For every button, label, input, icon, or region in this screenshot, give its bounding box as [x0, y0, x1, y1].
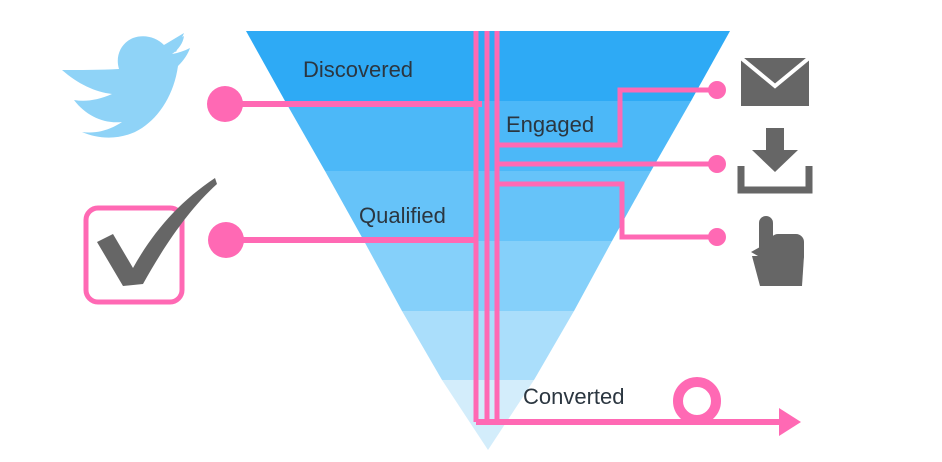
stage-label-discovered: Discovered: [303, 57, 413, 82]
arrow-head: [779, 408, 801, 436]
checkbox-checkmark-icon: [83, 178, 217, 305]
stage-label-engaged: Engaged: [506, 112, 594, 137]
left-connectors: [207, 86, 482, 258]
trunk-lines: [473, 31, 500, 422]
connector-dot-email: [708, 81, 726, 99]
twitter-bird-icon: [62, 33, 190, 138]
right-connectors: [497, 87, 717, 240]
connector-dot-qualify: [208, 222, 244, 258]
stage-label-qualified: Qualified: [359, 203, 446, 228]
connector-dot-click: [708, 228, 726, 246]
hand-pointer-icon: [751, 216, 804, 286]
download-icon: [737, 128, 813, 194]
connector-dot-download: [708, 155, 726, 173]
loop-arrow-icon: [476, 377, 782, 425]
connector-dot-twitter: [207, 86, 243, 122]
envelope-icon: [739, 56, 811, 106]
connector-email: [497, 87, 717, 148]
stage-label-converted: Converted: [523, 384, 625, 409]
connector-click: [497, 181, 717, 240]
